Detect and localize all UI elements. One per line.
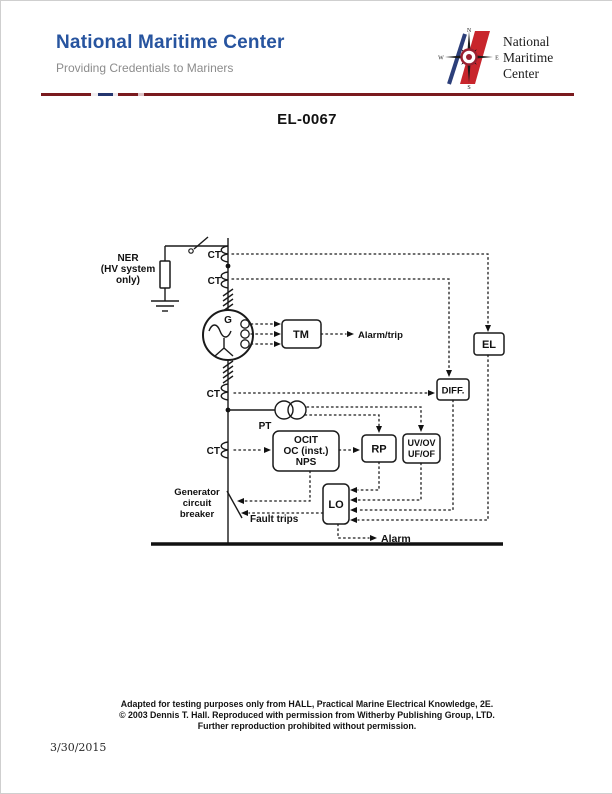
logo-word-2: Maritime	[503, 50, 553, 65]
footer-line-3: Further reproduction prohibited without …	[197, 721, 417, 731]
gcb-label-2: circuit	[183, 498, 212, 509]
el-in-arrow-icon	[485, 325, 491, 332]
footer-line-2: © 2003 Dennis T. Hall. Reproduced with p…	[119, 710, 495, 720]
compass-rose-icon: N W E S	[438, 28, 499, 91]
lo-relay-box	[322, 483, 350, 525]
logo-word-3: Center	[503, 66, 539, 81]
ner-label-3: only)	[116, 275, 140, 286]
ner-label-2: (HV system	[101, 264, 156, 275]
pt-label: PT	[259, 421, 272, 432]
header-rule	[41, 93, 574, 96]
rp-label: RP	[371, 444, 386, 456]
logo-wordmark: National Maritime Center	[503, 34, 553, 81]
nmc-logo: N W E S National Maritime Center	[438, 28, 553, 91]
sensor-to-tm-lines	[250, 321, 281, 347]
ct2-coil	[220, 271, 229, 289]
trip-arrow-2-icon	[241, 510, 248, 516]
alarmtrip-arrow-icon	[347, 331, 354, 337]
ct3-label: CT	[207, 389, 220, 400]
ner-resistor	[159, 260, 171, 289]
cable-hatch-lower	[222, 360, 234, 384]
el-to-lo-line	[357, 354, 489, 521]
pt-to-rp-line	[304, 414, 380, 427]
ct4-label: CT	[207, 446, 220, 457]
compass-n: N	[467, 28, 472, 34]
diff-to-lo-line	[357, 399, 454, 511]
lo-label: LO	[328, 499, 344, 511]
junction-dot-top	[225, 263, 231, 269]
ocit-relay-box	[272, 430, 340, 472]
ct1-coil	[220, 245, 229, 263]
rp-left-arrow-icon	[353, 447, 360, 453]
alarm-trip-label: Alarm/trip	[358, 330, 403, 341]
diff-left-arrow-icon	[428, 390, 435, 396]
uvov-to-lo-line	[357, 462, 422, 501]
tm-label: TM	[293, 329, 309, 341]
temp-sensor-1	[240, 319, 250, 329]
ner-label-1: NER	[117, 253, 139, 264]
lo-arrow-4-icon	[350, 517, 357, 523]
ct4-coil	[220, 441, 229, 459]
lo-to-alarm-line	[337, 523, 370, 539]
ct2-label: CT	[208, 276, 221, 287]
diff-top-arrow-icon	[446, 370, 452, 377]
alarm-label: Alarm	[381, 533, 411, 545]
isolator-blade	[193, 236, 209, 250]
gcb-label-1: Generator	[174, 487, 220, 498]
uvov-label-2: UF/OF	[408, 449, 435, 459]
ocit-label-3: NPS	[296, 457, 317, 468]
uvov-top-arrow-icon	[418, 425, 424, 432]
ct1-to-el-line	[231, 253, 489, 326]
logo-blue-stripe	[447, 33, 467, 85]
isolator-pivot	[188, 248, 194, 254]
breaker-blade	[226, 490, 243, 519]
ct1-transformer: CT	[208, 245, 229, 263]
ct1-label: CT	[208, 250, 221, 261]
lo-arrow-1-icon	[350, 487, 357, 493]
document-code: EL-0067	[277, 111, 337, 128]
ocit-label-1: OCIT	[294, 435, 318, 446]
ocit-left-arrow-icon	[264, 447, 271, 453]
footer-notice: Adapted for testing purposes only from H…	[1, 699, 612, 732]
logo-word-1: National	[503, 34, 550, 49]
lo-arrow-3-icon	[350, 507, 357, 513]
ct2-to-diff-line	[231, 278, 450, 371]
date-stamp: 3/30/2015	[50, 741, 107, 754]
ct4-transformer: CT	[207, 441, 229, 459]
ct3-transformer: CT	[207, 383, 229, 401]
wye-winding-icon	[214, 338, 234, 357]
temp-sensor-2	[240, 329, 250, 339]
ocit-trip-line	[244, 470, 311, 502]
sine-wave-icon	[208, 324, 232, 338]
lo-arrow-2-icon	[350, 497, 357, 503]
uscg-emblem-center	[466, 54, 472, 60]
gcb-label-3: breaker	[180, 509, 215, 520]
alarm-arrow-icon	[370, 535, 377, 541]
uvov-label-1: UV/OV	[407, 438, 435, 448]
generator-symbol: G	[202, 309, 254, 361]
ct2-transformer: CT	[208, 271, 229, 289]
ground-symbol-icon	[151, 300, 179, 312]
temp-sensor-3	[240, 339, 250, 349]
el-label: EL	[482, 339, 496, 351]
compass-e: E	[495, 56, 499, 62]
el-relay-box	[473, 332, 505, 356]
compass-s: S	[467, 85, 470, 91]
page-title: National Maritime Center	[56, 32, 285, 53]
rp-top-arrow-icon	[376, 426, 382, 433]
ner-branch: NER (HV system only)	[101, 236, 228, 312]
rp-to-lo-line	[357, 461, 380, 491]
footer-line-1: Adapted for testing purposes only from H…	[120, 699, 494, 709]
fault-trips-label: Fault trips	[250, 514, 299, 525]
diff-label: DIFF.	[442, 386, 465, 397]
pt-to-uvov-line	[306, 406, 422, 426]
generator-label: G	[224, 315, 232, 326]
page-subtitle: Providing Credentials to Mariners	[56, 61, 234, 75]
ct3-coil	[220, 383, 229, 401]
trip-arrow-1-icon	[237, 498, 244, 504]
pt-circle-2	[287, 400, 307, 420]
compass-w: W	[438, 56, 444, 62]
ocit-label-2: OC (inst.)	[284, 446, 329, 457]
